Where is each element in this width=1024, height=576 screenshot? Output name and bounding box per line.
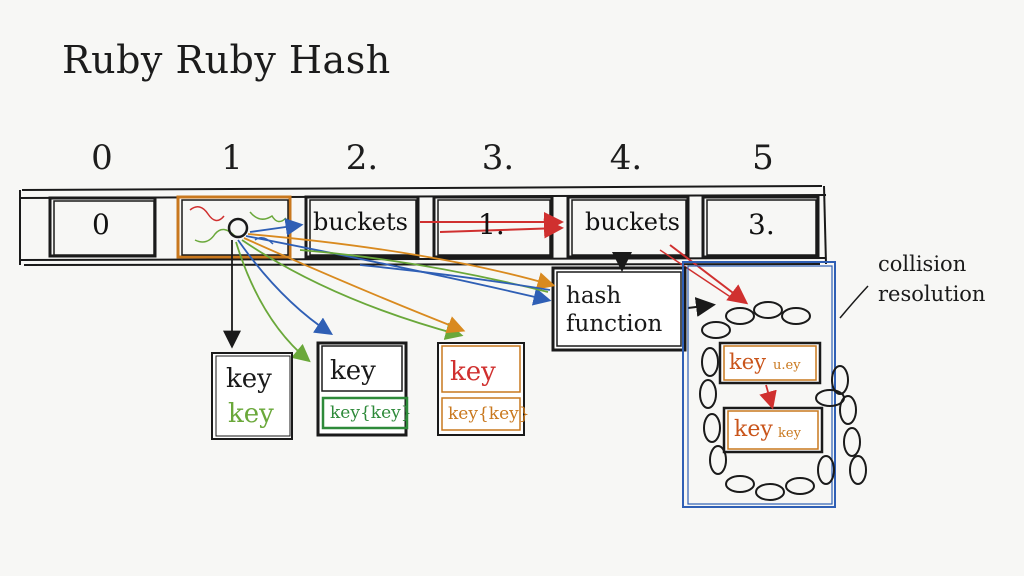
cell-4-text: buckets bbox=[585, 208, 680, 236]
chain-box-1 bbox=[718, 341, 822, 385]
chain-box-2-key: key bbox=[734, 417, 773, 442]
key-box-1 bbox=[211, 352, 293, 440]
hash-function-box bbox=[551, 266, 687, 352]
chain-box-1-key: key bbox=[729, 350, 767, 374]
collision-label-line2: resolution bbox=[878, 282, 986, 306]
key-box-1-top: key bbox=[226, 364, 272, 394]
index-label-1: 1 bbox=[221, 138, 243, 178]
key-box-3-bottom: key{key} bbox=[448, 404, 530, 424]
page-title: Ruby Ruby Hash bbox=[62, 38, 391, 82]
key-box-3 bbox=[437, 342, 525, 436]
chain-link-arrow bbox=[759, 384, 777, 410]
key-box-2 bbox=[316, 341, 409, 437]
cell-5-text: 3. bbox=[748, 208, 775, 241]
hash-function-line1: hash bbox=[566, 283, 622, 309]
collision-frame bbox=[682, 261, 836, 508]
index-label-3: 3. bbox=[481, 138, 515, 178]
bucket-cell-1 bbox=[176, 195, 292, 259]
key-box-1-bottom: key bbox=[228, 399, 274, 429]
bucket-cell-0 bbox=[48, 196, 157, 258]
cell1-arrows bbox=[223, 218, 556, 363]
key-box-2-bottom: key{key} bbox=[330, 403, 412, 423]
cell-2-text: buckets bbox=[313, 208, 408, 236]
collision-label-line1: collision bbox=[878, 252, 967, 276]
chain-box-2-value: key bbox=[778, 426, 801, 441]
index-label-0: 0 bbox=[91, 138, 113, 178]
index-label-5: 5 bbox=[752, 138, 774, 178]
cell-3-text: 1. bbox=[478, 208, 505, 241]
index-label-4: 4. bbox=[609, 138, 643, 178]
collision-pointer bbox=[839, 285, 869, 319]
key-box-2-top: key bbox=[330, 356, 376, 386]
bucket-cell-5 bbox=[701, 195, 820, 259]
cell-0-text: 0 bbox=[92, 208, 110, 241]
chain-links bbox=[699, 301, 867, 501]
key-box-3-top: key bbox=[450, 357, 496, 387]
hash-function-line2: function bbox=[566, 311, 663, 337]
chain-box-1-value: u.ey bbox=[773, 358, 801, 373]
red-arrows bbox=[420, 212, 749, 305]
index-label-2: 2. bbox=[345, 138, 379, 178]
hash-arrows bbox=[612, 252, 716, 317]
